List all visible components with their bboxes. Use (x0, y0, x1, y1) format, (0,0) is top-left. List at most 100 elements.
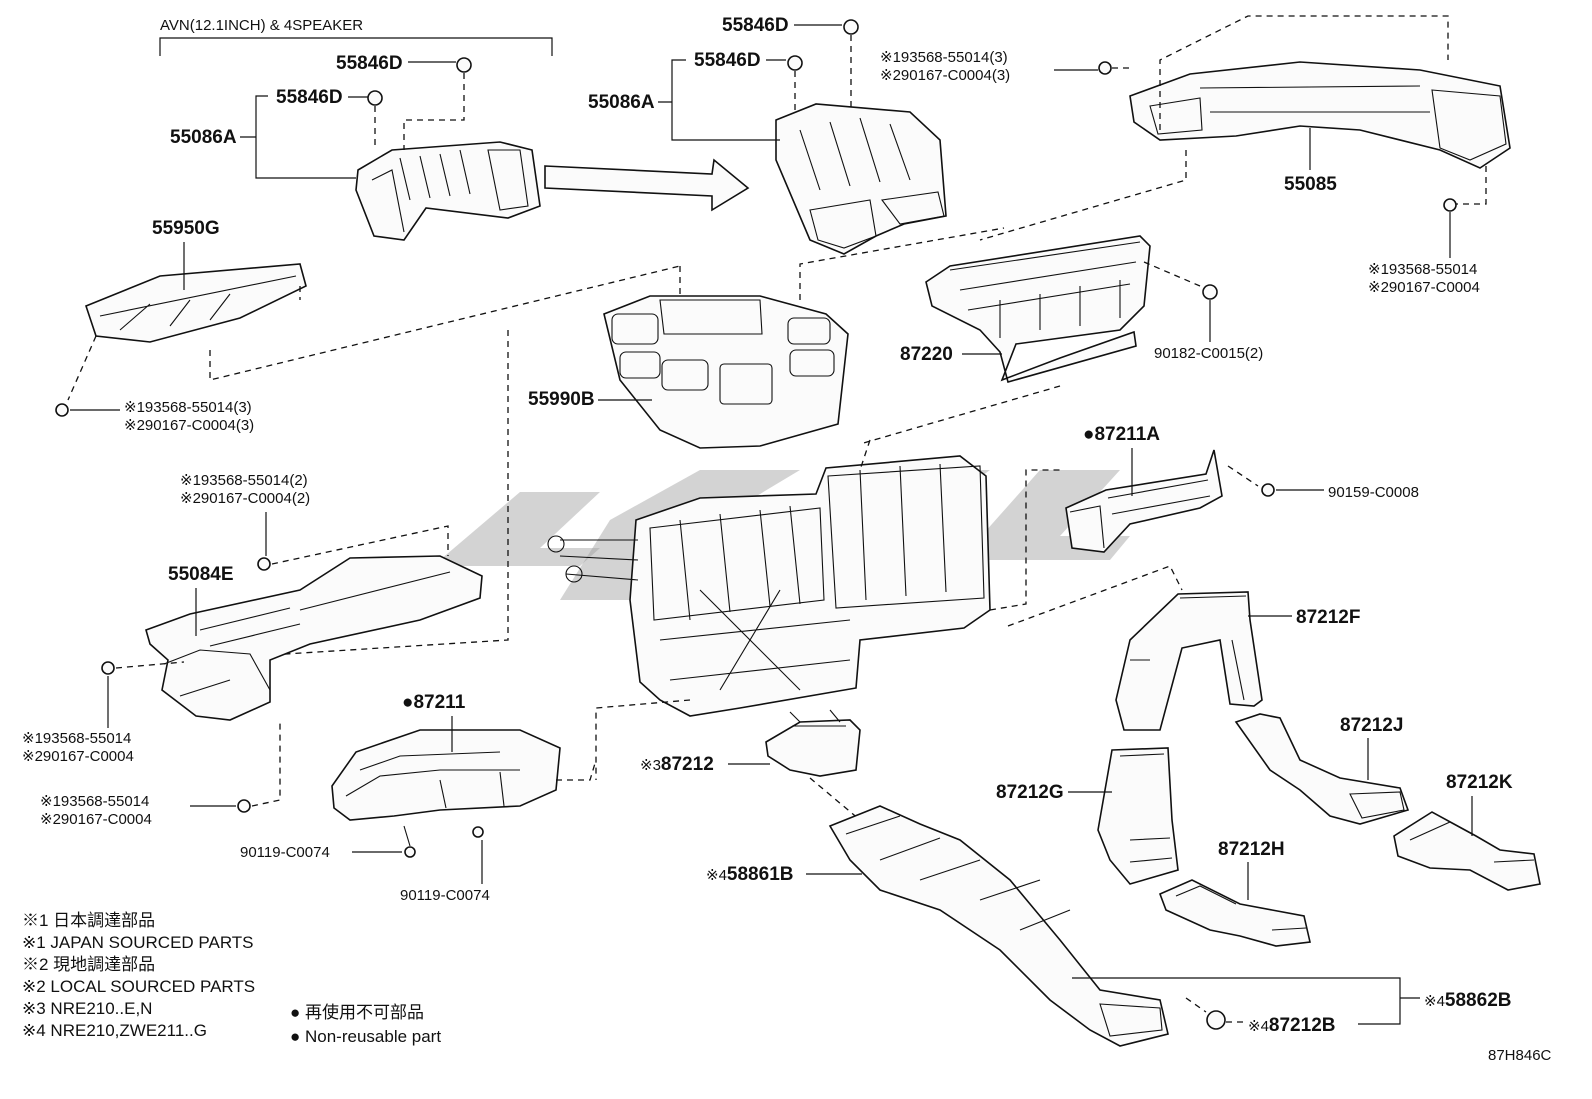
svg-text:※290167-C0004(3): ※290167-C0004(3) (880, 67, 1010, 84)
label-87212F: 87212F (1296, 607, 1360, 628)
legend-line-4: ※2 LOCAL SOURCED PARTS (22, 977, 255, 996)
legend-line-1: ※1 日本調達部品 (22, 911, 155, 930)
label-90182: 90182-C0015(2) (1154, 345, 1263, 362)
bolt-icon (237, 799, 251, 813)
avn-bracket: AVN(12.1INCH) & 4SPEAKER (159, 17, 553, 56)
legend-line-2: ※1 JAPAN SOURCED PARTS (22, 933, 254, 952)
svg-text:※290167-C0004: ※290167-C0004 (1368, 279, 1480, 296)
part-58861B (828, 805, 1169, 1047)
label-87220: 87220 (900, 344, 953, 365)
fastener-a1: 93568-55014(3) (901, 49, 1008, 66)
part-55085 (979, 15, 1511, 241)
label-87212: ※387212 (640, 754, 714, 775)
part-hvac-unit (189, 330, 1064, 780)
part-87212G (1097, 747, 1179, 885)
mark-2: ※2 (880, 67, 901, 84)
fastener-a2: 90167-C0004(3) (901, 67, 1010, 84)
bolt-icon (257, 557, 271, 571)
label-55990B: 55990B (528, 389, 595, 410)
part-87211A (1065, 449, 1275, 553)
clip-icon (456, 57, 472, 73)
label-55846D-c: 55846D (722, 15, 789, 36)
fastener-c2: 90167-C0004(3) (145, 417, 254, 434)
mark-1: ※1 (880, 49, 901, 66)
legend-line-6: ※4 NRE210,ZWE211..G (22, 1021, 207, 1040)
legend-line-5: ※3 NRE210..E,N (22, 999, 152, 1018)
part-55086A-center (775, 19, 947, 255)
clip-icon (787, 55, 803, 71)
svg-text:※193568-55014: ※193568-55014 (22, 730, 131, 747)
bolt-icon (404, 846, 416, 858)
legend-line-3: ※2 現地調達部品 (22, 955, 155, 974)
label-55086A-a: 55086A (170, 127, 237, 148)
svg-text:※290167-C0004: ※290167-C0004 (22, 748, 134, 765)
fastener-b1: 93568-55014 (1389, 261, 1477, 278)
svg-text:※290167-C0004: ※290167-C0004 (40, 811, 152, 828)
label-90159: 90159-C0008 (1328, 484, 1419, 501)
label-55085: 55085 (1284, 174, 1337, 195)
fastener-c1: 93568-55014(3) (145, 399, 252, 416)
label-55846D-b: 55846D (276, 87, 343, 108)
fastener-b2: 90167-C0004 (1389, 279, 1480, 296)
part-87212J (1234, 713, 1410, 825)
label-58862B: ※458862B (1424, 990, 1511, 1011)
label-55086A-b: 55086A (588, 92, 655, 113)
part-87212F (1007, 565, 1263, 731)
part-87212 (765, 709, 861, 821)
svg-text:※193568-55014: ※193568-55014 (40, 793, 149, 810)
label-87212J: 87212J (1340, 715, 1403, 736)
part-87212K (1393, 811, 1541, 891)
svg-text:※290167-C0004(3): ※290167-C0004(3) (124, 417, 254, 434)
bolt-icon (55, 403, 69, 417)
bolt-icon (101, 661, 115, 675)
nonreusable-dot: ● (1083, 424, 1094, 445)
bolt-icon (1443, 198, 1457, 212)
label-58861B: ※458861B (706, 864, 793, 885)
legend-dot-jp: ● 再使用不可部品 (290, 1002, 424, 1022)
label-87211A: ●87211A (1083, 424, 1160, 445)
label-55846D-d: 55846D (694, 50, 761, 71)
legend: ※1 日本調達部品 ※1 JAPAN SOURCED PARTS ※2 現地調達… (22, 911, 441, 1046)
clip-icon (843, 19, 859, 35)
part-87211 (331, 729, 597, 858)
part-55990B (603, 227, 1005, 449)
label-87212B: ※487212B (1248, 1015, 1335, 1036)
label-87212H: 87212H (1218, 839, 1285, 860)
svg-text:※193568-55014(2): ※193568-55014(2) (180, 472, 308, 489)
bolt-icon (472, 826, 484, 838)
bolt-icon (1261, 483, 1275, 497)
bolt-icon (1098, 61, 1112, 75)
part-55084E (101, 525, 483, 813)
svg-text:※193568-55014: ※193568-55014 (1368, 261, 1477, 278)
label-55084E: 55084E (168, 564, 234, 585)
clip-icon (1206, 1010, 1226, 1030)
arrow-icon (544, 158, 750, 212)
avn-note: AVN(12.1INCH) & 4SPEAKER (160, 17, 363, 34)
fastener-f1: 93568-55014 (61, 793, 149, 810)
fastener-e1: 93568-55014 (43, 730, 131, 747)
part-87212H (1158, 879, 1311, 947)
label-55846D-a: 55846D (336, 53, 403, 74)
part-55950G (55, 263, 681, 417)
label-90119-b: 90119-C0074 (400, 887, 490, 904)
part-87212B (1185, 997, 1244, 1030)
label-90119-a: 90119-C0074 (240, 844, 330, 861)
fastener-e2: 90167-C0004 (43, 748, 134, 765)
legend-dot-en: ● Non-reusable part (290, 1027, 441, 1046)
nut-icon (1202, 284, 1218, 300)
fastener-d1: 93568-55014(2) (201, 472, 308, 489)
svg-text:※193568-55014(3): ※193568-55014(3) (880, 49, 1008, 66)
label-87212G: 87212G (996, 782, 1064, 803)
clip-icon (367, 90, 383, 106)
fastener-f2: 90167-C0004 (61, 811, 152, 828)
label-87212K: 87212K (1446, 772, 1513, 793)
label-87211: ●87211 (402, 692, 466, 713)
svg-text:※290167-C0004(2): ※290167-C0004(2) (180, 490, 310, 507)
label-55950G: 55950G (152, 218, 220, 239)
diagram-code: 87H846C (1488, 1047, 1552, 1064)
part-55086A-left (355, 57, 541, 241)
svg-text:※193568-55014(3): ※193568-55014(3) (124, 399, 252, 416)
part-87220 (859, 235, 1218, 445)
fastener-d2: 90167-C0004(2) (201, 490, 310, 507)
